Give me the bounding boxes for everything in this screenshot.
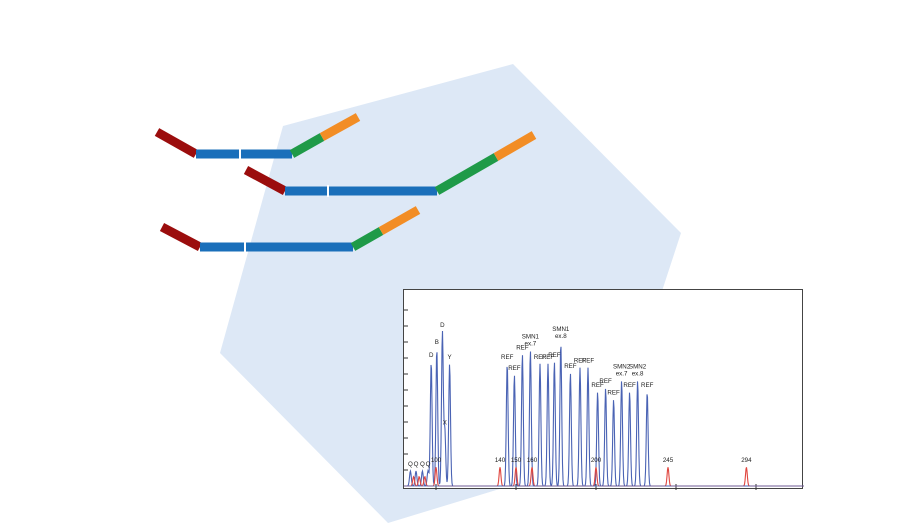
peak-label: 140 bbox=[495, 457, 506, 464]
peak-label: REF bbox=[548, 352, 561, 359]
peak-label: REF bbox=[641, 382, 654, 389]
probe-diagram-1 bbox=[154, 113, 361, 160]
peak-label: 200 bbox=[591, 457, 602, 464]
peak-label: REF bbox=[582, 358, 595, 365]
peak-label: Y bbox=[448, 354, 452, 361]
peak-label: D bbox=[429, 352, 434, 359]
peak-label: REF bbox=[607, 390, 620, 397]
peak-label: REF bbox=[534, 354, 547, 361]
peak-label: 100 bbox=[431, 457, 442, 464]
peak-label: REF bbox=[501, 354, 514, 361]
peak-label: REF bbox=[591, 382, 604, 389]
trace-layer bbox=[404, 330, 804, 487]
peak-label: Q bbox=[426, 461, 431, 468]
peak-label: 160 bbox=[527, 457, 538, 464]
probe-diagram-3 bbox=[159, 206, 421, 253]
peak-label: D bbox=[440, 322, 445, 329]
peak-label: 150 bbox=[511, 457, 522, 464]
peak-label: REF bbox=[623, 382, 636, 389]
peak-label: B bbox=[435, 339, 439, 346]
probe-diagram-2 bbox=[243, 131, 537, 197]
peak-label: REF bbox=[542, 354, 555, 361]
peak-label: Q bbox=[414, 461, 419, 468]
y-axis-ticks bbox=[404, 309, 408, 471]
peak-label: 294 bbox=[741, 457, 752, 464]
peak-label: 245 bbox=[663, 457, 674, 464]
peak-label: X bbox=[443, 420, 447, 427]
peak-label: REF bbox=[599, 378, 612, 385]
x-axis-ticks bbox=[435, 484, 757, 490]
peak-label: REF bbox=[574, 358, 587, 365]
peak-label: Q bbox=[420, 461, 425, 468]
peak-label: REF bbox=[508, 365, 521, 372]
peak-label: Q bbox=[408, 461, 413, 468]
peak-label: REF bbox=[564, 363, 577, 370]
peak-label: REF bbox=[516, 344, 529, 351]
